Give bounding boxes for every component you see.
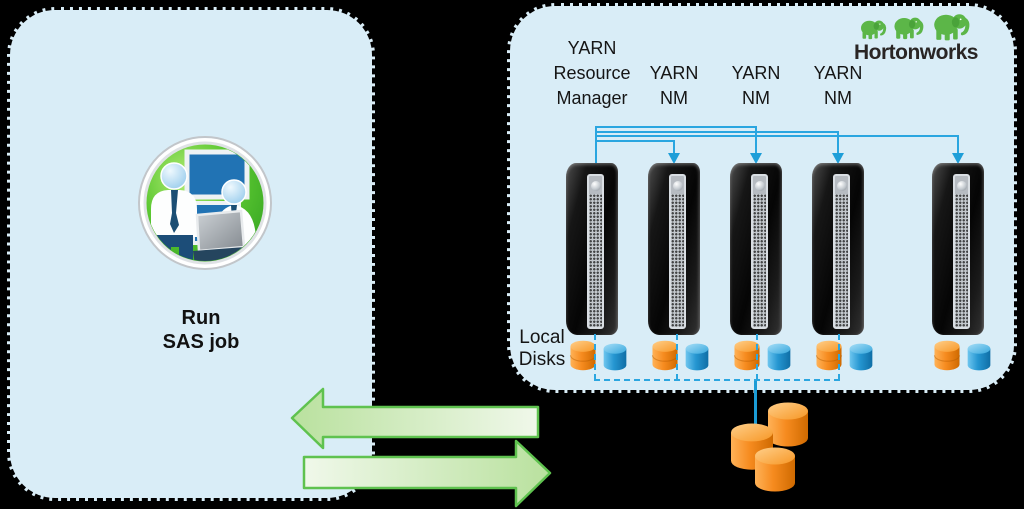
connector-drop-node3 [755, 126, 757, 154]
connector-to-node4 [595, 131, 839, 133]
connector-drop-node2 [673, 140, 675, 154]
power-button-icon [672, 181, 683, 191]
server-tower-2-node-manager [648, 163, 700, 335]
dashed-disk-bus [594, 379, 840, 381]
elephants-icon [861, 14, 970, 41]
connector-rm-riser [595, 126, 597, 164]
server-front-panel [833, 174, 850, 329]
dashed-link-node2 [676, 334, 678, 380]
dashed-link-node1 [594, 334, 596, 380]
yarn-resource-manager-label: YARN Resource Manager [531, 36, 653, 111]
rm-label-line3: Manager [556, 88, 628, 108]
server-vent-grill [753, 194, 766, 327]
local-disks-label: Local Disks [518, 327, 566, 370]
run-label-line1: Run [181, 307, 221, 329]
shared-data-database-icon [731, 402, 808, 492]
connector-drop-node4 [837, 131, 839, 154]
orange-disk-node1-icon [569, 340, 597, 371]
power-button-icon [754, 181, 765, 191]
connector-to-shared-data [754, 381, 757, 429]
hortonworks-wordmark: Hortonworks [853, 41, 979, 64]
dashed-link-node4 [838, 334, 840, 380]
server-front-panel [669, 174, 686, 329]
data-return-arrow [290, 387, 540, 450]
arrowhead-node2-icon [668, 153, 680, 164]
server-vent-grill [955, 194, 968, 327]
blue-disk-node1-icon [603, 343, 627, 371]
blue-disk-node3-icon [767, 343, 791, 371]
blue-disk-node4-icon [849, 343, 873, 371]
sas-users-icon [137, 135, 273, 271]
server-front-panel [587, 174, 604, 329]
run-sas-job-label: Run SAS job [101, 306, 301, 354]
orange-disk-node4-icon [815, 340, 843, 371]
server-vent-grill [589, 194, 602, 327]
connector-to-node3 [595, 126, 757, 128]
yarn-nm-label-2: YARN NM [731, 63, 781, 108]
orange-disk-node5-icon [933, 340, 961, 371]
rm-label-line1: YARN [567, 38, 617, 58]
orange-disk-node3-icon [733, 340, 761, 371]
sas-client-panel: Run SAS job [7, 7, 375, 501]
rm-label-line2: Resource [553, 63, 631, 83]
yarn-nm-label-1: YARN NM [649, 63, 699, 108]
blue-disk-node5-icon [967, 343, 991, 371]
orange-disk-node2-icon [651, 340, 679, 371]
job-submit-arrow [302, 439, 552, 508]
power-button-icon [836, 181, 847, 191]
server-vent-grill [671, 194, 684, 327]
arrowhead-node3-icon [750, 153, 762, 164]
power-button-icon [590, 181, 601, 191]
server-tower-3-node-manager [730, 163, 782, 335]
arrowhead-node5-icon [952, 153, 964, 164]
connector-drop-node5 [957, 135, 959, 154]
power-button-icon [956, 181, 967, 191]
server-front-panel [953, 174, 970, 329]
run-label-line2: SAS job [162, 331, 240, 353]
yarn-nm-label-3: YARN NM [813, 63, 863, 108]
server-tower-4-node-manager [812, 163, 864, 335]
server-tower-5 [932, 163, 984, 335]
arrowhead-node4-icon [832, 153, 844, 164]
blue-disk-node2-icon [685, 343, 709, 371]
connector-to-node2 [595, 140, 675, 142]
dashed-link-node3 [756, 334, 758, 380]
server-front-panel [751, 174, 768, 329]
server-vent-grill [835, 194, 848, 327]
connector-to-node5 [595, 135, 959, 137]
server-tower-1-resource-manager [566, 163, 618, 335]
